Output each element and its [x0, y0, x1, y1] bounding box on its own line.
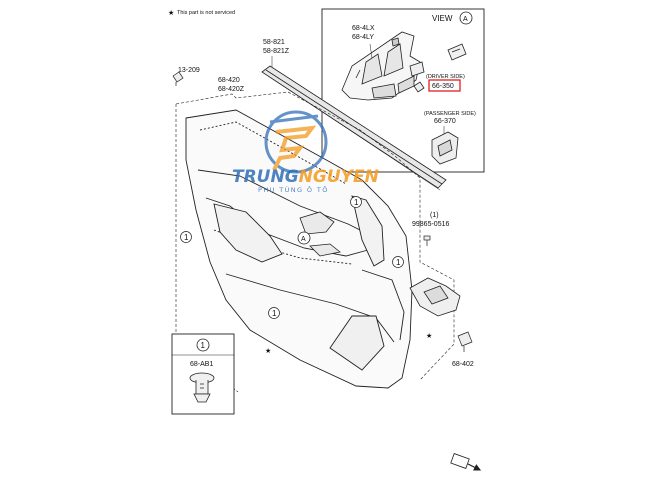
watermark-title-a: TRUNG — [232, 167, 299, 187]
passenger-switch-part — [431, 131, 459, 165]
inset-callout-circle — [196, 338, 210, 352]
watermark-title-b: NGUYEN — [299, 167, 379, 187]
watermark-subtitle: PHỤ TÙNG Ô TÔ — [258, 185, 329, 194]
watermark-title: TRUNGNGUYEN — [232, 167, 379, 187]
screw-icon — [423, 235, 431, 246]
part-label-684lx: 68-4LX — [352, 25, 375, 32]
connector-small-part — [447, 43, 467, 61]
part-label-66350: 66-350 — [432, 83, 454, 90]
callout-a-panel — [297, 231, 311, 245]
view-a-label: VIEW — [432, 14, 453, 23]
callout-1-markers: 1 1 1 1 — [180, 196, 404, 319]
driver-side-label: (DRIVER SIDE) — [426, 74, 465, 80]
door-trim-panel — [185, 109, 413, 389]
part-label-68402: 68-402 — [452, 361, 474, 368]
part-label-68420: 68-420 — [218, 77, 240, 84]
inset-callout-number: 1 — [201, 341, 206, 350]
passenger-side-label: (PASSENGER SIDE) — [424, 111, 476, 117]
clip-icon — [189, 372, 215, 403]
watermark-logo-icon — [264, 110, 328, 174]
leader-684lx — [369, 43, 373, 59]
belt-moulding-strip — [261, 65, 447, 191]
svg-text:1: 1 — [184, 233, 189, 242]
pull-handle-bracket — [409, 277, 461, 317]
not-serviced-note: This part is not serviced — [177, 10, 235, 16]
svg-text:1: 1 — [396, 258, 401, 267]
callout-a-panel-letter: A — [301, 236, 306, 243]
svg-text:1: 1 — [272, 309, 277, 318]
part-label-callout1: (1) — [430, 212, 439, 219]
part-label-13209: 13-209 — [178, 67, 200, 74]
part-label-99865: 99865-0516 — [412, 221, 449, 228]
part-66350-highlight — [428, 79, 461, 92]
part-label-684ly: 68-4LY — [352, 34, 374, 41]
svg-text:1: 1 — [354, 198, 359, 207]
driver-switch-part — [409, 61, 425, 93]
star-icon: ★ — [426, 332, 432, 340]
part-label-58821: 58-821 — [263, 39, 285, 46]
clip-icon — [172, 71, 184, 86]
part-label-68420z: 68-420Z — [218, 86, 245, 93]
view-a-callout-letter: A — [463, 16, 468, 23]
view-a-frame — [321, 8, 485, 173]
part-label-68ab1: 68-AB1 — [190, 361, 213, 368]
part-label-66370: 66-370 — [434, 118, 456, 125]
clip-icon — [457, 331, 473, 352]
inner-door-handle — [299, 211, 341, 257]
power-window-switch-panel — [341, 31, 421, 101]
front-arrow-icon — [450, 453, 482, 471]
view-a-callout-circle — [459, 11, 473, 25]
part-label-58821z: 58-821Z — [263, 48, 290, 55]
star-icon: ★ — [265, 347, 271, 355]
star-icon: ★ — [168, 9, 174, 17]
